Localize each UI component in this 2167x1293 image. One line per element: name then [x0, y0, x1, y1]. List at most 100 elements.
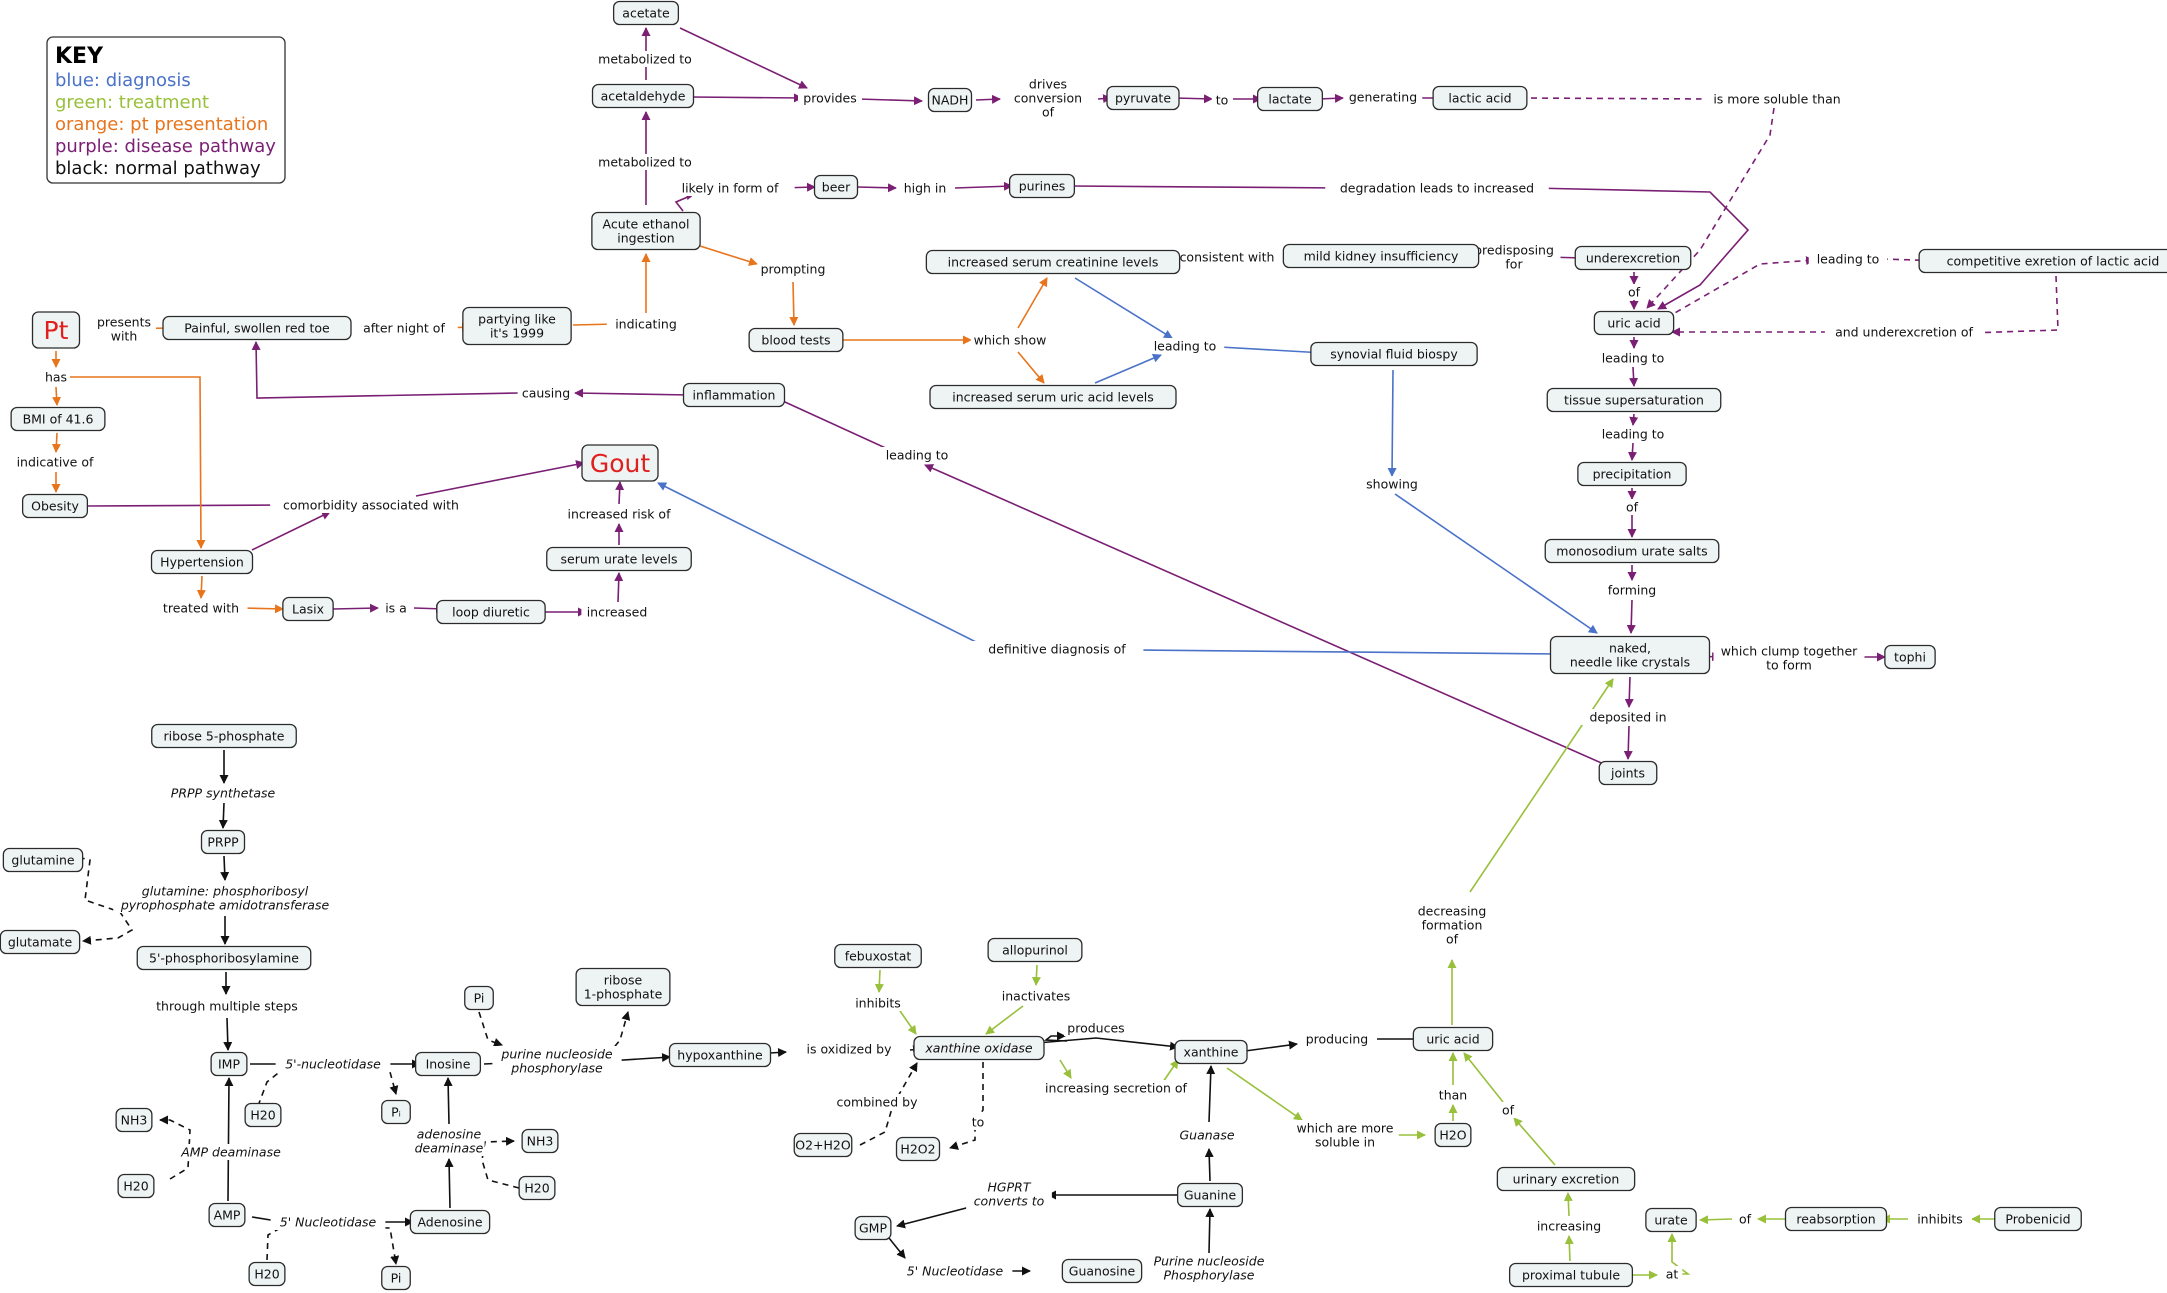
connector-green: [1563, 1192, 1573, 1217]
svg-text:is more soluble than: is more soluble than: [1713, 92, 1840, 107]
svg-text:to: to: [1216, 93, 1229, 108]
connector-black: [1204, 1148, 1214, 1182]
svg-text:Guanosine: Guanosine: [1069, 1264, 1136, 1279]
connector-blue: [1094, 353, 1162, 384]
edge-label-oxidized: is oxidized by: [795, 1041, 903, 1057]
connector-green: [874, 969, 884, 993]
svg-text:uric acid: uric acid: [1607, 316, 1660, 331]
concept-prpp: PRPP: [200, 829, 246, 855]
concept-urinary: urinary excretion: [1496, 1166, 1636, 1192]
svg-text:5' Nucleotidase: 5' Nucleotidase: [907, 1264, 1004, 1279]
concept-febux: febuxostat: [834, 943, 922, 969]
edge-label-of1: of: [1623, 284, 1645, 300]
svg-text:PRPP: PRPP: [207, 835, 239, 850]
edge-label-leadingto2: leading to: [1145, 338, 1225, 354]
svg-text:uric acid: uric acid: [1426, 1032, 1479, 1047]
svg-text:metabolized to: metabolized to: [598, 52, 692, 67]
svg-text:lactate: lactate: [1268, 92, 1311, 107]
connector-black: [444, 1158, 454, 1209]
svg-text:naked,needle like crystals: naked,needle like crystals: [1570, 641, 1690, 670]
svg-text:leading to: leading to: [1602, 351, 1665, 366]
connector-purple: [691, 93, 803, 103]
legend-item-purple: purple: disease pathway: [55, 136, 276, 157]
svg-text:Hypertension: Hypertension: [160, 555, 244, 570]
svg-text:to: to: [972, 1115, 985, 1130]
edge-label-has: has: [42, 369, 70, 385]
svg-text:inhibits: inhibits: [1917, 1212, 1963, 1227]
svg-text:leading to: leading to: [886, 448, 949, 463]
concept-loop: loop diuretic: [436, 599, 546, 625]
svg-text:febuxostat: febuxostat: [845, 949, 912, 964]
connector-purple: [1627, 442, 1637, 461]
edge-label-5nuc3: 5' Nucleotidase: [897, 1263, 1013, 1279]
svg-text:tophi: tophi: [1894, 650, 1926, 665]
svg-text:forming: forming: [1608, 583, 1656, 598]
concept-msu: monosodium urate salts: [1544, 538, 1720, 564]
svg-text:xanthine: xanthine: [1184, 1045, 1239, 1060]
edge-label-at: at: [1661, 1266, 1683, 1282]
svg-text:competitive exretion of lactic: competitive exretion of lactic acid: [1947, 254, 2160, 269]
svg-text:proximal tubule: proximal tubule: [1522, 1268, 1620, 1283]
edge-label-consistent: consistent with: [1169, 249, 1285, 265]
svg-text:monosodium urate salts: monosodium urate salts: [1556, 544, 1707, 559]
edge-label-combined: combined by: [834, 1094, 920, 1110]
concept-nadh: NADH: [927, 87, 973, 113]
connector-green: [1059, 1059, 1072, 1079]
concept-kidney: mild kidney insufficiency: [1282, 243, 1480, 269]
svg-text:inflammation: inflammation: [693, 388, 776, 403]
svg-text:increased serum uric acid leve: increased serum uric acid levels: [952, 390, 1154, 405]
concept-guanosine: Guanosine: [1061, 1258, 1143, 1284]
connector-purple: [1665, 256, 1815, 319]
edge-label-prpps: PRPP synthetase: [165, 785, 281, 801]
connector-purple: [1969, 275, 2059, 338]
svg-text:allopurinol: allopurinol: [1002, 943, 1068, 958]
concept-glutamate: glutamate: [0, 929, 81, 955]
svg-text:provides: provides: [803, 91, 856, 106]
legend-title: KEY: [55, 44, 104, 69]
svg-text:H20: H20: [250, 1108, 275, 1123]
svg-text:causing: causing: [522, 386, 570, 401]
connector-purple: [614, 572, 624, 603]
svg-text:serum urate levels: serum urate levels: [561, 552, 678, 567]
svg-text:Probenicid: Probenicid: [2005, 1212, 2070, 1227]
legend-item-black: black: normal pathway: [55, 158, 261, 179]
svg-text:beer: beer: [822, 180, 851, 195]
svg-text:likely in form of: likely in form of: [682, 181, 779, 196]
edge-label-producing: producing: [1301, 1031, 1373, 1047]
svg-text:Guanase: Guanase: [1179, 1128, 1234, 1143]
concept-pra: 5'-phosphoribosylamine: [136, 945, 312, 971]
edge-label-inactivates: inactivates: [993, 988, 1079, 1004]
connector-purple: [87, 500, 284, 510]
connector-black: [443, 1077, 453, 1125]
edge-label-5nuc2: 5' Nucleotidase: [270, 1214, 386, 1230]
connector-black: [478, 1011, 503, 1047]
svg-text:Painful, swollen red toe: Painful, swollen red toe: [184, 321, 330, 336]
edge-label-showing: showing: [1363, 476, 1421, 492]
connector-blue: [1074, 277, 1173, 339]
connector-blue: [1219, 346, 1325, 358]
svg-text:H2O: H2O: [1439, 1128, 1466, 1143]
svg-text:AMP: AMP: [214, 1208, 241, 1223]
svg-text:joints: joints: [1610, 766, 1645, 781]
concept-compet: competitive exretion of lactic acid: [1918, 248, 2167, 274]
svg-text:purines: purines: [1019, 179, 1066, 194]
svg-text:PRPP synthetase: PRPP synthetase: [171, 786, 276, 801]
concept-xo: xanthine oxidase: [913, 1035, 1045, 1061]
edge-label-guanase: Guanase: [1178, 1127, 1236, 1143]
svg-text:Lasix: Lasix: [292, 602, 324, 617]
svg-text:at: at: [1666, 1267, 1679, 1282]
concept-pi2: Pᵢ: [381, 1099, 411, 1125]
connector-black: [223, 1017, 233, 1051]
concept-h2o-than: H2O: [1434, 1122, 1472, 1148]
edge-label-likely: likely in form of: [665, 180, 795, 196]
edge-label-metab1: metabolized to: [591, 51, 699, 67]
